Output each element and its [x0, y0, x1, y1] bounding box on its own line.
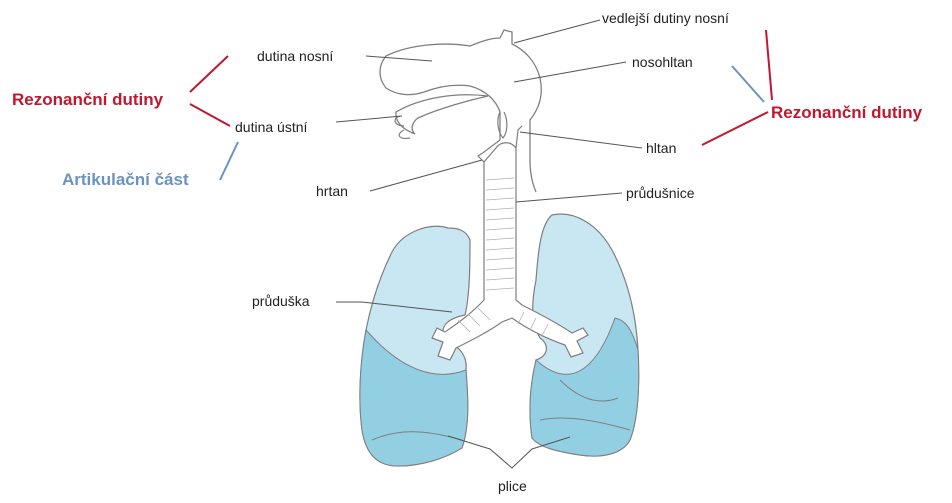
label-trachea: průdušnice	[626, 185, 695, 201]
label-lungs: plice	[498, 478, 527, 494]
resonance-right-line-down	[702, 112, 768, 145]
label-bronchus: průduška	[252, 293, 310, 309]
resonance-left-line-up	[190, 56, 228, 92]
label-nasal-cavity: dutina nosní	[257, 48, 333, 64]
label-pharynx: hltan	[646, 140, 676, 156]
annotation-resonance-left: Rezonanční dutiny	[12, 90, 163, 110]
label-sinuses: vedlejší dutiny nosní	[602, 10, 729, 26]
esophagus-top	[516, 126, 522, 148]
epiglottis	[498, 112, 507, 138]
label-oral-cavity: dutina ústní	[235, 119, 307, 135]
label-nasopharynx: nosohltan	[632, 54, 693, 70]
tongue-outline	[396, 95, 488, 134]
articulation-line	[220, 142, 238, 180]
annotation-articulation: Artikulační část	[62, 170, 189, 190]
nasopharynx-blue-line	[732, 66, 764, 102]
annotation-resonance-right: Rezonanční dutiny	[771, 103, 922, 123]
label-larynx: hrtan	[316, 183, 348, 199]
resonance-left-line-down	[190, 104, 230, 126]
resonance-right-line-up	[766, 30, 772, 100]
head-cavities	[380, 30, 541, 192]
